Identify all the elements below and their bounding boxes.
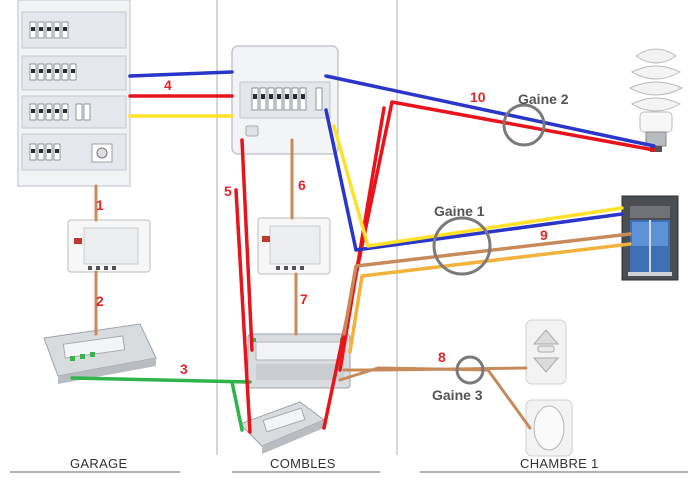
wire-label-9: 9	[540, 227, 548, 243]
wire-label-5: 5	[224, 183, 232, 199]
wire-3-green-branch	[230, 380, 244, 432]
sheath-label-2: Gaine 2	[518, 91, 569, 107]
zone-label-chambre: CHAMBRE 1	[520, 456, 599, 471]
sheath-ring-2	[502, 103, 546, 147]
light-switch-icon	[525, 399, 573, 457]
wire-label-8: 8	[438, 349, 446, 365]
wire-5-red-a	[240, 138, 254, 352]
sheath-ring-3	[455, 355, 485, 385]
sub-panel	[231, 45, 339, 155]
sheath-label-1: Gaine 1	[434, 203, 485, 219]
roller-shutter-icon	[621, 195, 679, 281]
main-panel	[17, 0, 131, 187]
wire-3-green	[70, 376, 252, 384]
wire-label-2: 2	[96, 293, 104, 309]
wire-9-blue	[324, 108, 624, 252]
wire-4-blue	[128, 70, 234, 78]
wire-label-6: 6	[298, 177, 306, 193]
wire-5-red-b	[234, 188, 252, 434]
wire-label-1: 1	[96, 197, 104, 213]
wire-9-brown	[342, 232, 632, 336]
sheath-label-3: Gaine 3	[432, 387, 483, 403]
controller-combles	[247, 333, 351, 389]
wire-9-yellow	[332, 124, 624, 248]
wire-10-blue	[324, 74, 656, 148]
zone-label-combles: COMBLES	[270, 456, 336, 471]
wire-label-7: 7	[300, 291, 308, 307]
sheath-ring-1	[432, 216, 492, 276]
wire-label-4: 4	[164, 77, 172, 93]
wire-label-3: 3	[180, 361, 188, 377]
light-bulb-icon	[628, 48, 684, 152]
wire-8-brown-b	[338, 366, 532, 430]
wire-9-orange	[348, 242, 632, 354]
wire-10-red-b	[338, 106, 386, 372]
controller-garage	[43, 323, 157, 384]
power-supply-garage	[67, 219, 151, 273]
power-supply-combles	[257, 217, 331, 275]
wire-label-10: 10	[470, 89, 486, 105]
extension-module-combles	[239, 401, 325, 454]
shutter-switch-icon	[525, 319, 567, 385]
zone-label-garage: GARAGE	[70, 456, 127, 471]
